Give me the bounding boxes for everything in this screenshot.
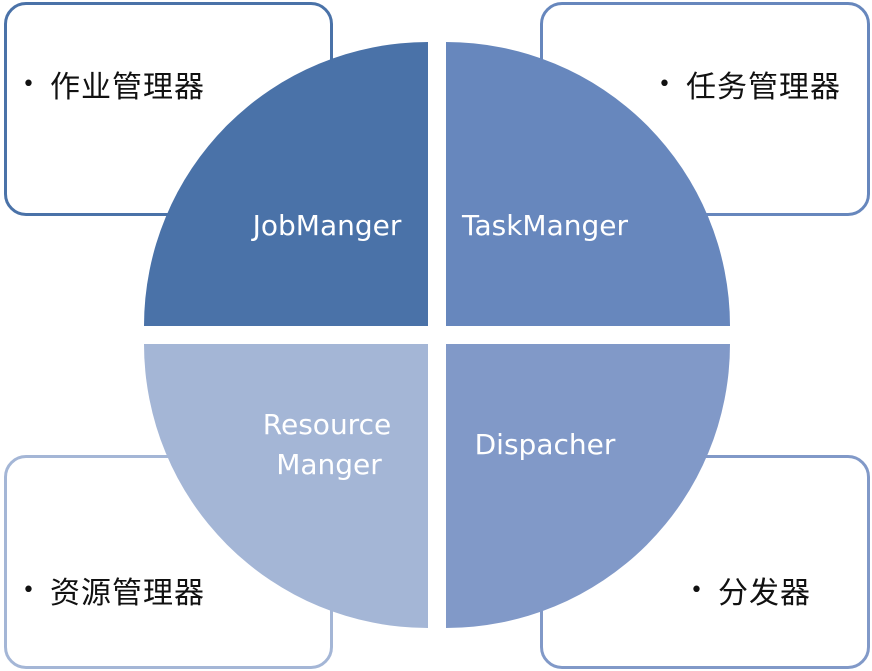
bullet-dot: •	[690, 577, 704, 603]
resource-manager-label-line2: Manger	[276, 448, 382, 481]
job-manager-bullet: • 作业管理器	[22, 62, 205, 106]
job-manager-description: 作业管理器	[49, 70, 205, 105]
resource-manager-quadrant	[144, 344, 428, 628]
task-manager-label: TaskManger	[461, 209, 628, 242]
resource-manager-label-line1: Resource	[263, 408, 391, 441]
job-manager-label: JobManger	[251, 209, 402, 242]
bullet-dot: •	[22, 71, 36, 97]
bullet-dot: •	[658, 71, 672, 97]
resource-manager-description: 资源管理器	[49, 576, 205, 611]
job-manager-quadrant	[144, 42, 428, 326]
task-manager-description: 任务管理器	[685, 70, 841, 105]
resource-manager-bullet: • 资源管理器	[22, 568, 205, 612]
bullet-dot: •	[22, 577, 36, 603]
dispatcher-bullet: • 分发器	[690, 568, 811, 612]
task-manager-bullet: • 任务管理器	[658, 62, 841, 106]
dispatcher-quadrant	[446, 344, 730, 628]
task-manager-quadrant	[446, 42, 730, 326]
dispatcher-label: Dispacher	[475, 428, 616, 461]
dispatcher-description: 分发器	[717, 576, 811, 611]
